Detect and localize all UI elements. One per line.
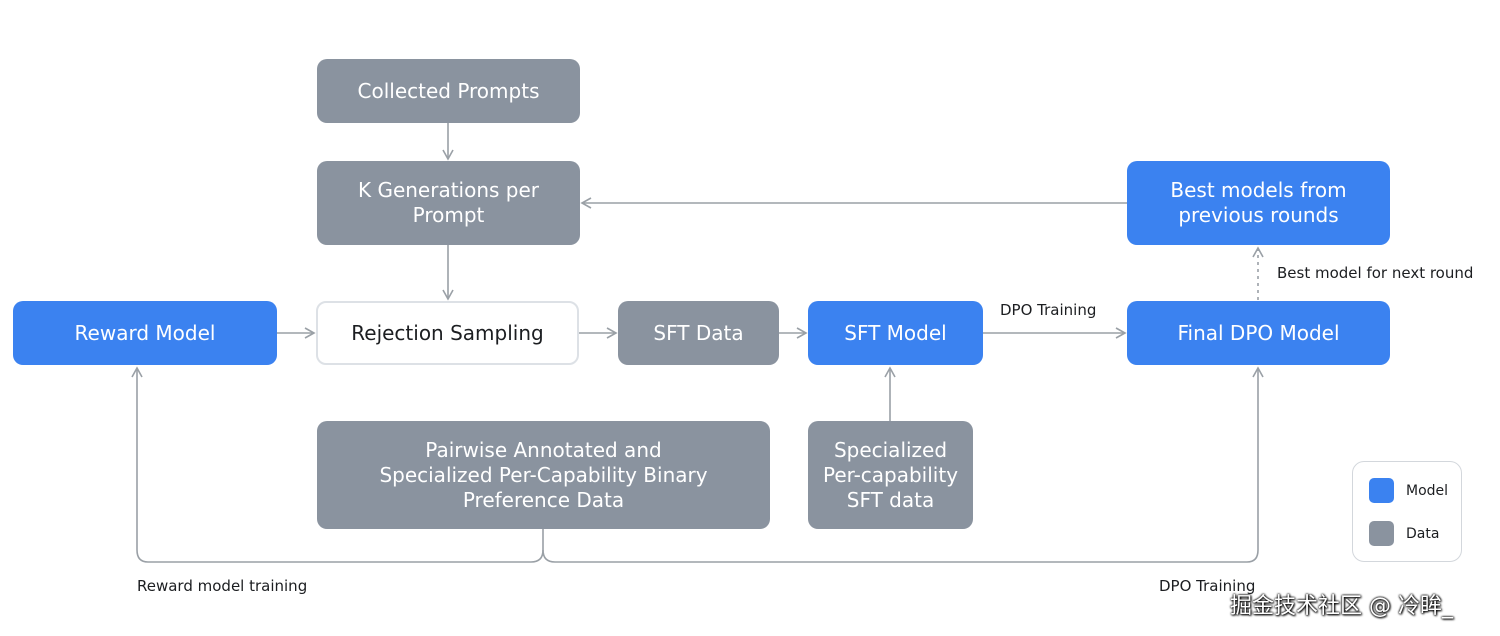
final-dpo-model-label: Final DPO Model	[1177, 320, 1340, 345]
sft-data-label: SFT Data	[653, 320, 744, 345]
k-generations-label-line-2: Prompt	[412, 203, 485, 227]
pairwise-label-line-1: Pairwise Annotated and	[425, 437, 662, 462]
sft-model-label: SFT Model	[844, 320, 947, 345]
legend: Model Data	[1352, 461, 1462, 562]
specialized-sft-label-line-3: SFT data	[846, 487, 935, 512]
watermark: 掘金技术社区 @ 冷眸_	[1230, 594, 1453, 619]
pairwise-label-line-2: Specialized Per-Capability Binary	[379, 462, 708, 487]
dpo-training-top-label: DPO Training	[1000, 301, 1097, 319]
collected-prompts-node: Collected Prompts	[317, 59, 580, 123]
legend-row-data: Data	[1369, 521, 1439, 546]
best-models-label-line-2: previous rounds	[1178, 203, 1339, 227]
legend-row-model: Model	[1369, 478, 1448, 503]
sft-data-node: SFT Data	[618, 301, 779, 365]
legend-swatch-model	[1369, 478, 1394, 503]
legend-label-model: Model	[1406, 482, 1449, 499]
sft-model-node: SFT Model	[808, 301, 983, 365]
legend-label-data: Data	[1406, 525, 1440, 542]
specialized-sft-label-line-2: Per-capability	[822, 462, 959, 487]
specialized-sft-data-node: Specialized Per-capability SFT data	[808, 421, 973, 529]
best-models-node: Best models from previous rounds	[1127, 161, 1390, 245]
rejection-sampling-label: Rejection Sampling	[351, 320, 544, 345]
best-model-next-round-label: Best model for next round	[1277, 264, 1474, 282]
final-dpo-model-node: Final DPO Model	[1127, 301, 1390, 365]
dpo-training-bottom-label: DPO Training	[1159, 577, 1256, 595]
reward-model-node: Reward Model	[13, 301, 277, 365]
reward-model-training-label: Reward model training	[137, 577, 308, 595]
legend-swatch-data	[1369, 521, 1394, 546]
reward-model-label: Reward Model	[74, 320, 216, 345]
best-models-label-line-1: Best models from	[1170, 178, 1347, 202]
pairwise-preference-data-node: Pairwise Annotated and Specialized Per-C…	[317, 421, 770, 529]
k-generations-node: K Generations per Prompt	[317, 161, 580, 245]
specialized-sft-label-line-1: Specialized	[833, 437, 948, 462]
collected-prompts-label: Collected Prompts	[357, 78, 540, 103]
pairwise-label-line-3: Preference Data	[462, 487, 625, 512]
k-generations-label-line-1: K Generations per	[357, 178, 540, 202]
rejection-sampling-node: Rejection Sampling	[316, 301, 579, 365]
